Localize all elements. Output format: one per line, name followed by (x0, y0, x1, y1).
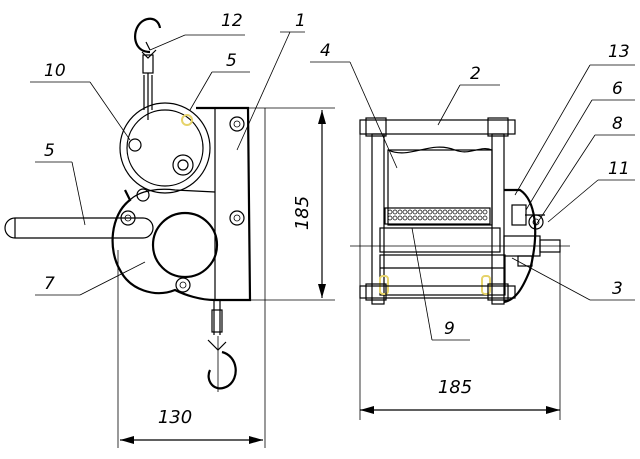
chain-link (392, 215, 398, 221)
callout-2: 2 (470, 64, 481, 84)
chain-link (467, 209, 473, 215)
callout-5-left: 5 (44, 141, 55, 161)
chain-link (482, 215, 488, 221)
winch-body (111, 102, 252, 302)
chain-link (432, 209, 438, 215)
dimension-side-width-label: 130 (158, 407, 192, 428)
chain-link (452, 215, 458, 221)
handle (4, 217, 154, 239)
chain-link (477, 209, 483, 215)
chain-link (472, 215, 478, 221)
chain-link (397, 209, 403, 215)
chain-link (437, 215, 443, 221)
chain-link (457, 215, 463, 221)
chain-link (412, 209, 418, 215)
chain-link (422, 215, 428, 221)
callout-12: 12 (221, 11, 243, 31)
chain-link (387, 215, 393, 221)
dimension-front-width-label: 185 (438, 377, 472, 398)
chain-link (467, 215, 473, 221)
chain-link (417, 215, 423, 221)
leaders (30, 31, 635, 341)
chain-link (442, 209, 448, 215)
callout-1: 1 (295, 11, 306, 31)
chain-link (412, 215, 418, 221)
chain-link (472, 209, 478, 215)
callout-11: 11 (608, 159, 630, 179)
chain-link (482, 209, 488, 215)
chain-link (452, 209, 458, 215)
chain-link (407, 209, 413, 215)
callout-3: 3 (612, 279, 623, 299)
chain-link (432, 215, 438, 221)
top-hook (134, 17, 162, 120)
front-view (350, 117, 570, 420)
chain-link (427, 209, 433, 215)
callout-9: 9 (444, 319, 455, 339)
callout-5-upper: 5 (226, 51, 237, 71)
callout-10: 10 (44, 61, 66, 81)
chain-link (437, 209, 443, 215)
chain-link (447, 209, 453, 215)
chain-link (387, 209, 393, 215)
chain-link (462, 215, 468, 221)
chain-link (417, 209, 423, 215)
front-width-dimension: 185 (360, 377, 560, 414)
dimension-height-label: 185 (292, 196, 313, 230)
callout-8: 8 (612, 114, 623, 134)
chain-link (427, 215, 433, 221)
chain-link (477, 215, 483, 221)
side-view (4, 17, 266, 448)
chain-pattern (387, 209, 488, 221)
chain-link (422, 209, 428, 215)
chain-link (462, 209, 468, 215)
callout-13: 13 (608, 42, 630, 62)
chain-link (407, 215, 413, 221)
callout-4: 4 (320, 41, 331, 61)
height-dimension: 185 (248, 107, 335, 301)
bottom-hook (207, 300, 237, 392)
chain-link (392, 209, 398, 215)
callout-6: 6 (612, 79, 623, 99)
chain-link (402, 215, 408, 221)
callout-7: 7 (44, 274, 55, 294)
chain-link (442, 215, 448, 221)
side-width-dimension: 130 (120, 407, 263, 444)
chain-link (447, 215, 453, 221)
chain-link (457, 209, 463, 215)
chain-link (402, 209, 408, 215)
chain-link (397, 215, 403, 221)
